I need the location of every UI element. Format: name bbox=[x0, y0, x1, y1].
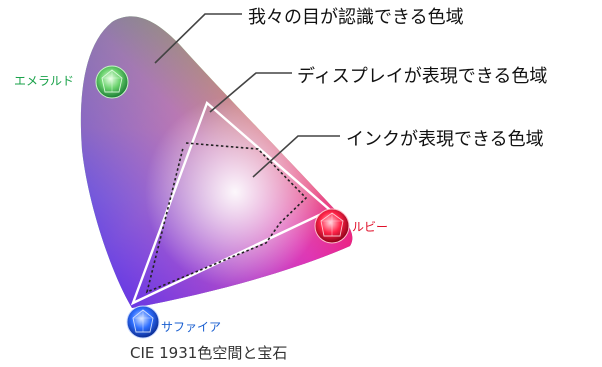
emerald-gem-icon bbox=[95, 65, 129, 99]
ruby-gem-icon bbox=[314, 208, 350, 244]
ruby-label: ルビー bbox=[352, 220, 389, 234]
display-gamut-label: ディスプレイが表現できる色域 bbox=[297, 66, 548, 87]
spectral-locus bbox=[80, 16, 353, 308]
diagram-caption: CIE 1931色空間と宝石 bbox=[130, 344, 288, 362]
sapphire-label: サファイア bbox=[161, 320, 222, 334]
emerald-label: エメラルド bbox=[14, 74, 75, 88]
leader-line-human-gamut bbox=[154, 13, 242, 64]
ink-gamut-label: インクが表現できる色域 bbox=[346, 129, 544, 150]
human-gamut-label: 我々の目が認識できる色域 bbox=[248, 7, 464, 28]
ink-gamut-outline bbox=[145, 142, 308, 294]
sapphire-gem-icon bbox=[126, 305, 160, 339]
leader-line-display-gamut bbox=[209, 72, 292, 113]
leader-line-ink-gamut bbox=[252, 135, 340, 178]
